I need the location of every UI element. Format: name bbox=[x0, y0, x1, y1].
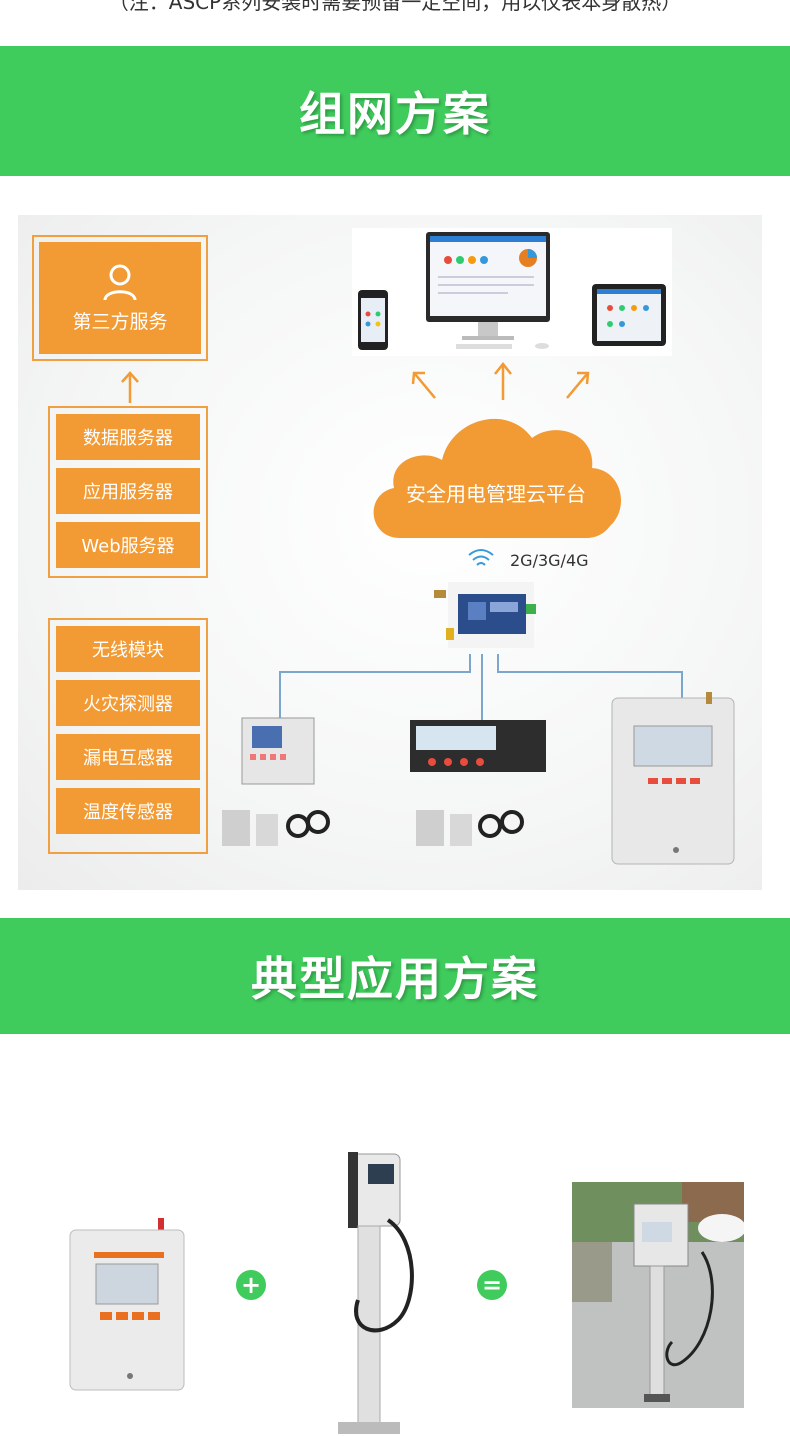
cloud-arrows-icon bbox=[411, 361, 590, 400]
gateway-device-icon bbox=[434, 582, 536, 648]
third-party-service-box: 第三方服务 bbox=[32, 235, 208, 361]
section-banner-application: 典型应用方案 bbox=[0, 918, 790, 1034]
app-server-item: 应用服务器 bbox=[56, 468, 200, 514]
arrow-up-icon bbox=[121, 371, 139, 403]
protector-device-icon bbox=[69, 1218, 185, 1391]
network-type-label: 2G/3G/4G bbox=[510, 551, 589, 570]
cloud-icon bbox=[373, 418, 622, 538]
third-party-label: 第三方服务 bbox=[72, 310, 168, 333]
phone-icon bbox=[358, 232, 666, 350]
wireless-module-item: 无线模块 bbox=[56, 626, 200, 672]
user-icon bbox=[103, 264, 137, 300]
installation-note: （注：ASCP系列安装时需要预留一定空间，用以仪表本身散热） bbox=[108, 0, 682, 14]
data-server-item: 数据服务器 bbox=[56, 414, 200, 460]
cloud-platform-label: 安全用电管理云平台 bbox=[406, 482, 586, 506]
fire-detector-item: 火灾探测器 bbox=[56, 680, 200, 726]
installed-photo-icon bbox=[572, 1182, 744, 1408]
equals-icon: = bbox=[477, 1270, 507, 1300]
connection-lines-icon bbox=[279, 654, 683, 720]
charging-pile-icon bbox=[338, 1152, 414, 1434]
wifi-icon bbox=[468, 549, 494, 566]
plus-icon: + bbox=[236, 1270, 266, 1300]
web-server-item: Web服务器 bbox=[56, 522, 200, 568]
device-group: 无线模块 火灾探测器 漏电互感器 温度传感器 bbox=[48, 618, 208, 854]
temperature-sensor-item: 温度传感器 bbox=[56, 788, 200, 834]
section-title-networking: 组网方案 bbox=[299, 87, 491, 141]
server-group: 数据服务器 应用服务器 Web服务器 bbox=[48, 406, 208, 578]
meter-devices-icon bbox=[222, 692, 735, 865]
section-title-application: 典型应用方案 bbox=[251, 952, 539, 1006]
section-banner-networking: 组网方案 bbox=[0, 46, 790, 176]
leakage-transformer-item: 漏电互感器 bbox=[56, 734, 200, 780]
terminal-screens bbox=[352, 228, 672, 356]
